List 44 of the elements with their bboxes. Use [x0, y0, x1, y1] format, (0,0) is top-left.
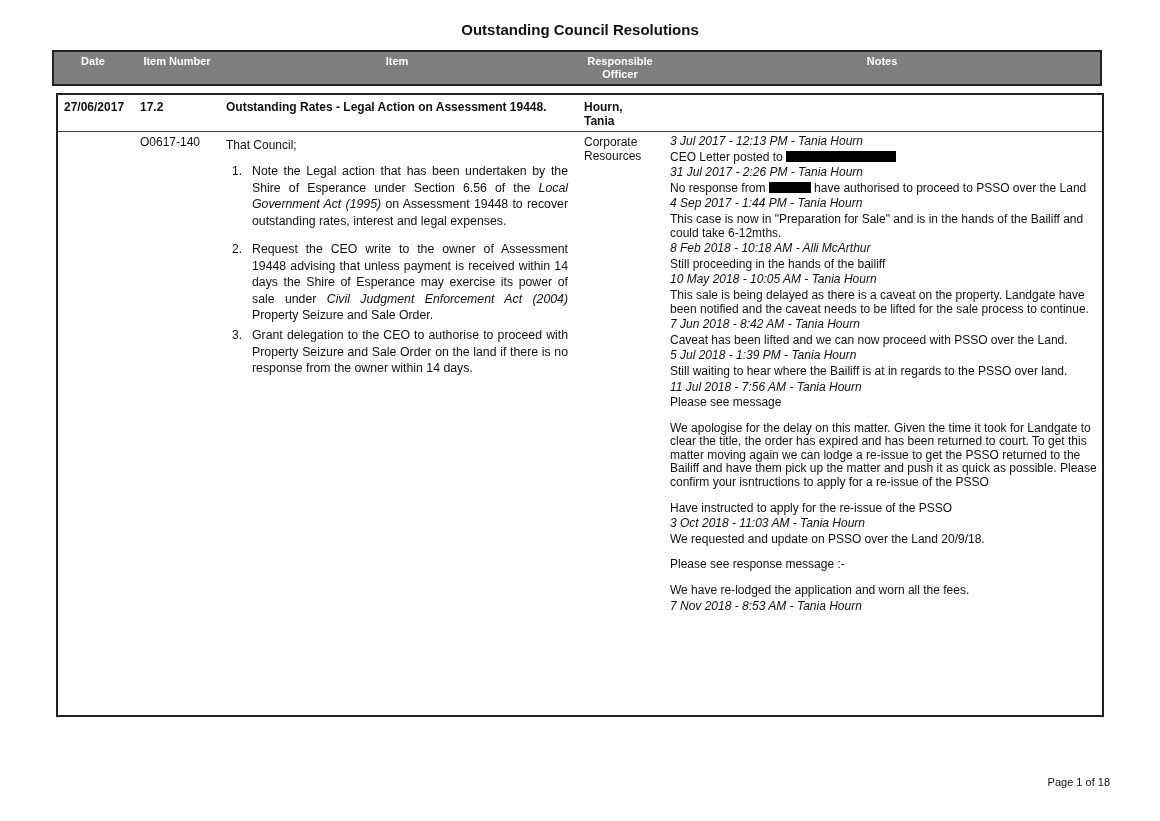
note-timestamp: 3 Jul 2017 - 12:13 PM - Tania Hourn	[670, 134, 863, 148]
note-text: We apologise for the delay on this matter. Given the time it took for Landgate to clear the title, the order has expired and has been returned to court. To get this matter moving again we can lodge a re-issue to get the PSSO returned to the Bailiff and have them pick up the matter and push it as quick as possible. Please confirm your isntructions to apply for a re-issue of the PSSO	[670, 420, 1097, 490]
note-text: This case is now in "Preparation for Sale" and is in the hands of the Bailiff and could take 6-12mths.	[670, 211, 1084, 240]
note-text: Please see message	[670, 395, 782, 410]
list-item-text: Note the Legal action that has been undertaken by the Shire of Esperance under Section 6.56 of the Local Government Act (1995) on Assessment 19448 to recover outstanding rates, interest and legal expenses.	[252, 163, 568, 230]
note-text: Please see response message :-	[670, 557, 845, 572]
intro-text: That Council;	[226, 138, 298, 152]
note-timestamp: 10 May 2018 - 10:05 AM - Tania Hourn	[670, 272, 877, 287]
note-text: We requested and update on PSSO over the Land 20/9/18.	[670, 531, 985, 546]
item-number: 17.2	[140, 100, 165, 114]
note-text: Still proceeding in the hands of the bailiff	[670, 256, 886, 271]
note-timestamp: 31 Jul 2017 - 2:26 PM - Tania Hourn	[670, 165, 863, 180]
page-title: Outstanding Council Resolutions	[460, 21, 700, 38]
list-item-text: Grant delegation to the CEO to authorise to proceed with Property Seizure and Sale Order on the land if there is no response from the owner within 14 days.	[252, 327, 568, 377]
resolution-number: O0617-140	[140, 135, 202, 149]
note-text: have authorised to proceed to PSSO over the Land	[814, 180, 1087, 195]
page-number: Page 1 of 18	[1046, 776, 1110, 788]
note-text: CEO Letter posted to	[670, 149, 783, 164]
note-text: No response from	[670, 180, 766, 195]
column-header: Responsible Officer	[586, 55, 654, 81]
note-text: Still waiting to hear where the Bailiff is at in regards to the PSSO over land.	[670, 363, 1068, 378]
note-timestamp: 11 Jul 2018 - 7:56 AM - Tania Hourn	[670, 379, 862, 394]
column-header: Item Number	[142, 55, 212, 68]
note-timestamp: 4 Sep 2017 - 1:44 PM - Tania Hourn	[670, 196, 863, 211]
officer-name: Hourn, Tania	[584, 100, 624, 128]
department-name: Corporate Resources	[584, 135, 643, 163]
date-text: 27/06/2017	[64, 100, 126, 114]
note-text: This sale is being delayed as there is a caveat on the property. Landgate have been notified and the caveat needs to be lifted for the sale process to continue.	[670, 287, 1089, 316]
list-number: 2.	[232, 241, 243, 258]
column-header: Item	[384, 55, 410, 68]
item-title: Outstanding Rates - Legal Action on Assessment 19448.	[226, 100, 548, 114]
note-timestamp: 5 Jul 2018 - 1:39 PM - Tania Hourn	[670, 348, 857, 363]
note-text: Have instructed to apply for the re-issue of the PSSO	[670, 500, 953, 515]
note-timestamp: 3 Oct 2018 - 11:03 AM - Tania Hourn	[670, 516, 865, 531]
column-header: Notes	[865, 55, 899, 68]
column-header: Date	[80, 55, 106, 68]
list-number: 1.	[232, 163, 243, 180]
list-number: 3.	[232, 327, 243, 344]
note-timestamp: 7 Nov 2018 - 8:53 AM - Tania Hourn	[670, 598, 862, 613]
list-item-text: Request the CEO write to the owner of Assessment 19448 advising that unless payment is received within 14 days the Shire of Esperance may exercise its power of sale under Civil Judgment Enforcement Act (2004) Property Seizure and Sale Order.	[252, 241, 568, 324]
note-timestamp: 8 Feb 2018 - 10:18 AM - Alli McArthur	[670, 241, 871, 256]
note-text: We have re-lodged the application and worn all the fees.	[670, 583, 970, 598]
note-timestamp: 7 Jun 2018 - 8:42 AM - Tania Hourn	[670, 317, 860, 332]
note-text: Caveat has been lifted and we can now proceed with PSSO over the Land.	[670, 332, 1068, 347]
